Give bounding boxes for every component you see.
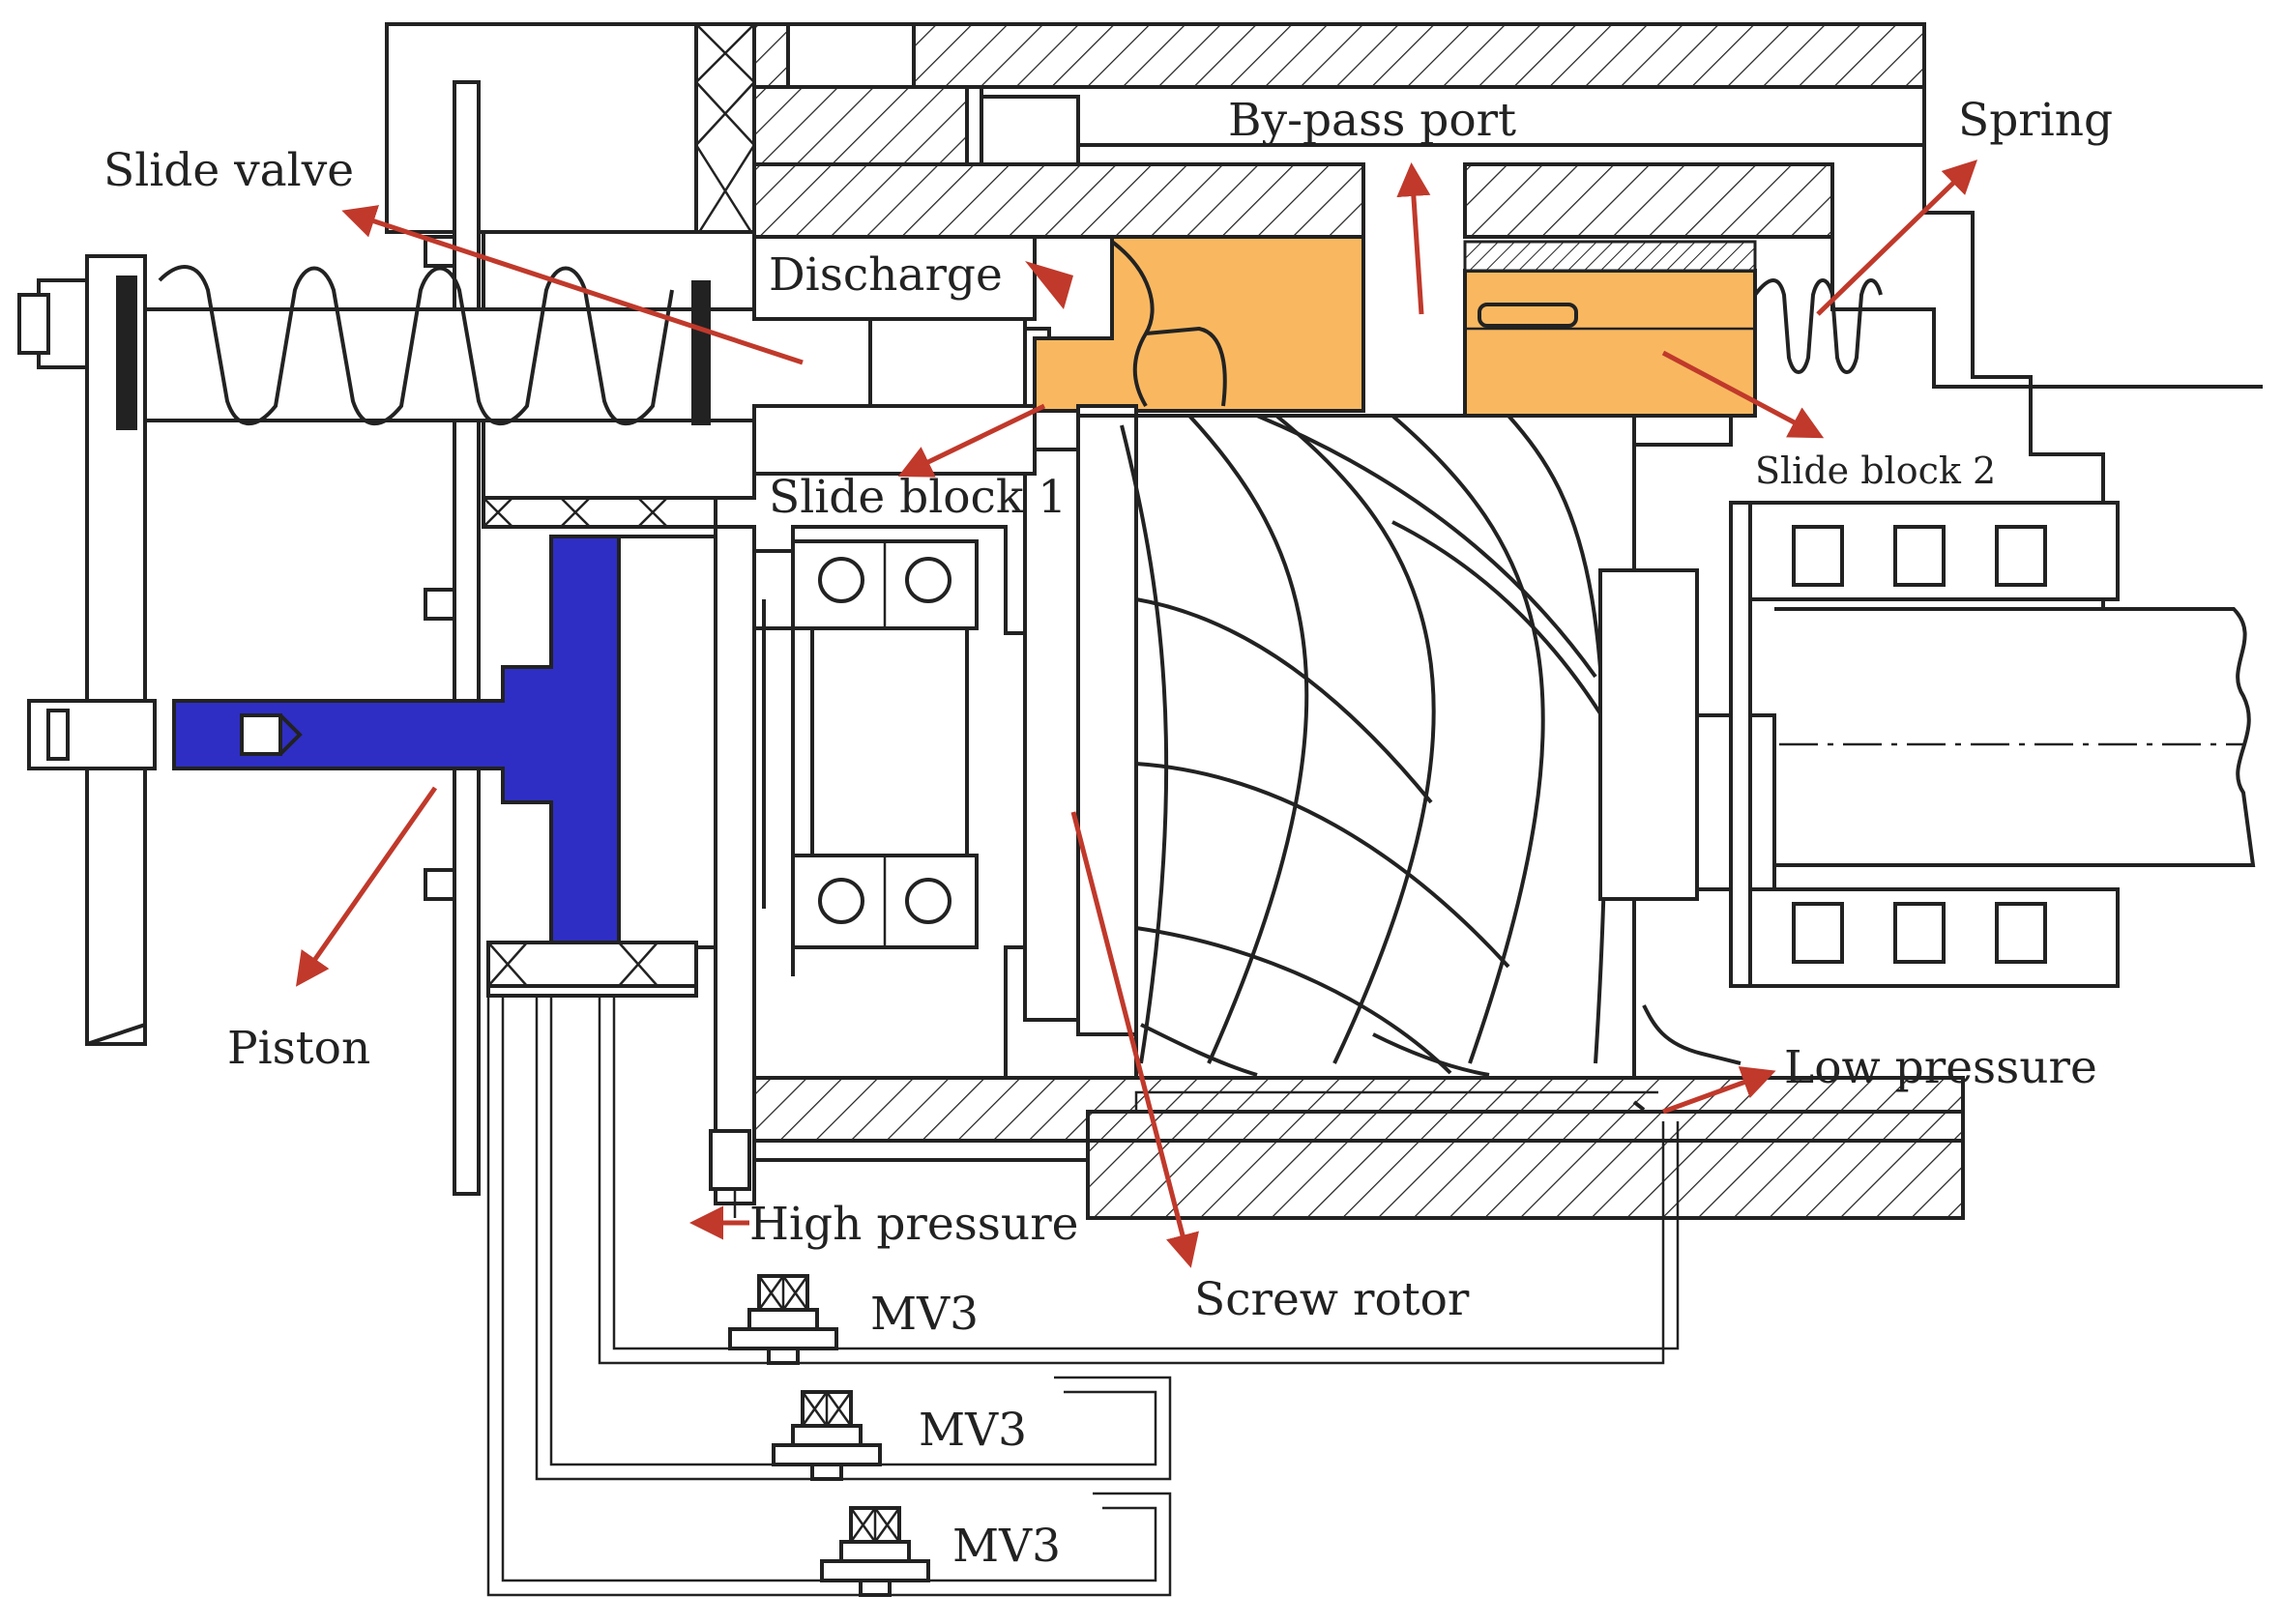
oil-lines: [486, 996, 1680, 1597]
by-pass-port-label: By-pass port: [1228, 94, 1516, 147]
low-pressure-label: Low pressure: [1784, 1041, 2097, 1094]
piston-label: Piston: [227, 1022, 370, 1075]
slide-block-1-label: Slide block 1: [769, 471, 1067, 524]
by-pass-arrow: [1396, 162, 1431, 315]
labels: Slide valve Discharge By-pass port Sprin…: [103, 94, 2113, 1573]
slide-block-2: [1463, 240, 1883, 418]
slide-block-1-arrow: [897, 403, 1046, 478]
drive-shaft: [1598, 414, 2256, 1065]
high-pressure-label: High pressure: [749, 1198, 1078, 1251]
piston: [27, 535, 717, 998]
screw-rotor: [1076, 404, 1636, 1080]
screw-rotor-label: Screw rotor: [1194, 1273, 1470, 1326]
leader-arrows: [295, 160, 1978, 1268]
screw-rotor-arrow: [1070, 811, 1199, 1268]
slide-valve-label: Slide valve: [103, 144, 354, 197]
mv3-label-2: MV3: [919, 1404, 1027, 1457]
discharge-label: Discharge: [769, 248, 1003, 302]
slide-block-2-label: Slide block 2: [1755, 450, 1996, 492]
piston-arrow: [295, 786, 438, 987]
slide-block-1: [1025, 235, 1365, 413]
low-pressure-arrow: [1662, 1066, 1776, 1115]
slide-valve-arrow: [341, 205, 804, 365]
spring-arrow: [1816, 160, 1978, 316]
slide-block-2-arrow: [1661, 350, 1825, 439]
valve-mv3-3: [820, 1506, 930, 1597]
valve-mv3-1: [728, 1274, 838, 1365]
mv3-label-1: MV3: [870, 1288, 979, 1341]
spring-label: Spring: [1958, 94, 2113, 147]
valve-mv3-2: [772, 1390, 882, 1481]
mv3-label-3: MV3: [952, 1520, 1061, 1573]
